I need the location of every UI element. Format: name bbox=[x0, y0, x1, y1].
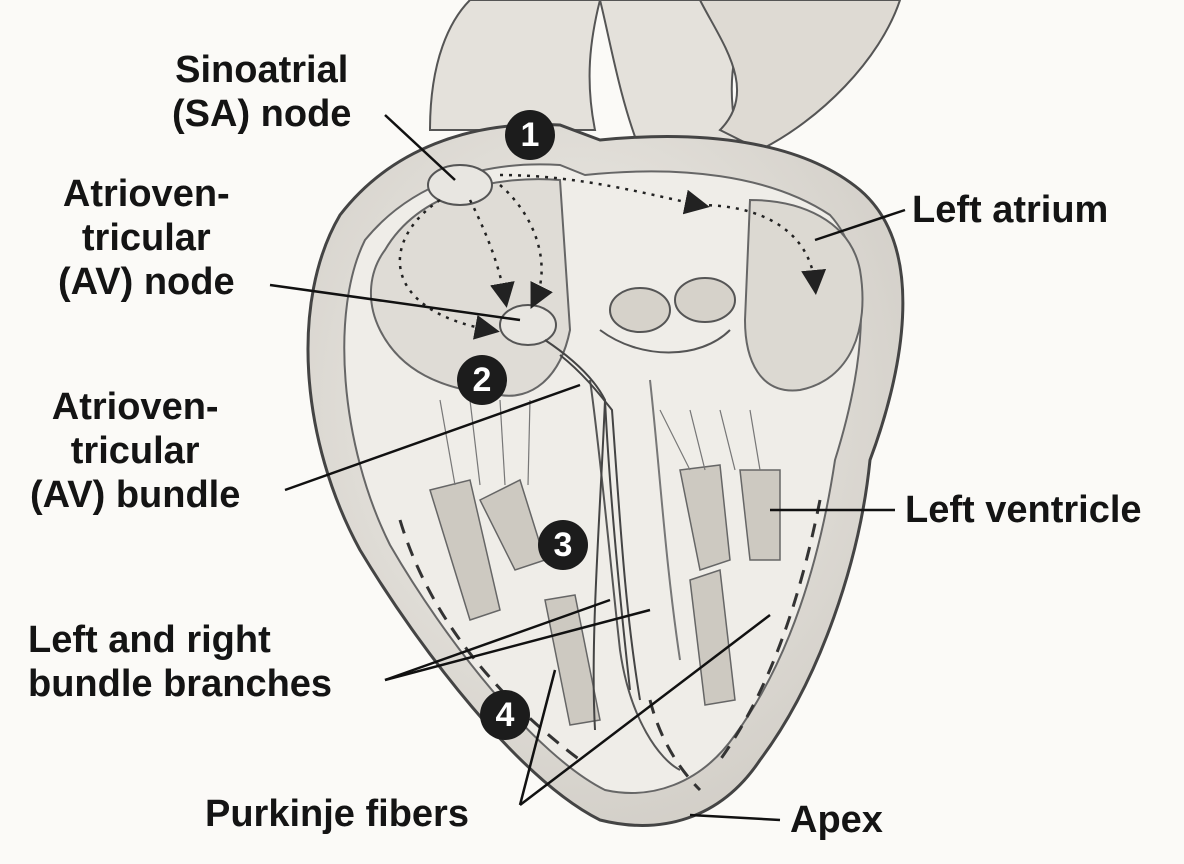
septum bbox=[589, 379, 681, 771]
label-av-node: Atrioven- tricular (AV) node bbox=[58, 173, 235, 303]
step-marker-3: 3 bbox=[538, 520, 588, 570]
leader-lines bbox=[269, 114, 906, 822]
step-marker-4: 4 bbox=[480, 690, 530, 740]
label-apex: Apex bbox=[790, 799, 883, 841]
papillary-muscles-left bbox=[679, 464, 781, 706]
conduction-pathway bbox=[544, 339, 641, 731]
label-bundle-branches: Left and right bundle branches bbox=[28, 619, 333, 705]
aorta bbox=[428, 0, 902, 152]
label-left-ventricle: Left ventricle bbox=[905, 489, 1142, 531]
step-marker-2: 2 bbox=[457, 355, 507, 405]
chordae-tendineae bbox=[439, 399, 761, 486]
label-sa-node: Sinoatrial (SA) node bbox=[172, 49, 352, 135]
left-atrium-chamber bbox=[743, 198, 864, 392]
av-node bbox=[499, 304, 557, 346]
label-purkinje-fibers: Purkinje fibers bbox=[205, 793, 469, 835]
impulse-arrows bbox=[398, 173, 827, 340]
sa-node bbox=[427, 164, 493, 206]
label-left-atrium: Left atrium bbox=[912, 189, 1109, 231]
label-av-bundle: Atrioven- tricular (AV) bundle bbox=[30, 386, 241, 516]
valves bbox=[599, 277, 736, 354]
step-marker-1: 1 bbox=[505, 110, 555, 160]
purkinje-fibers-lines bbox=[398, 499, 822, 792]
